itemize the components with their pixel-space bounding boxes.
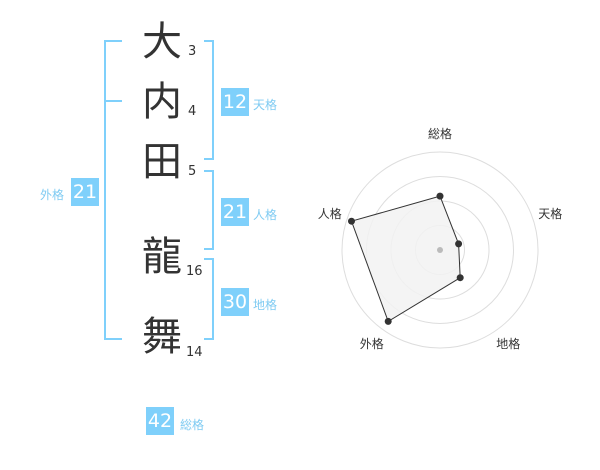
name-char-3: 田 [142,139,182,185]
chikaku-label: 地格 [253,298,278,312]
radar-axis-label-2: 天格 [538,206,562,221]
name-char-2: 内 [142,79,182,125]
soukaku-label: 総格 [180,418,205,432]
stroke-count-1: 3 [188,44,197,59]
radar-axis-label-3: 地格 [496,336,520,351]
gaikaku-value: 21 [71,178,99,206]
radar-point-4 [384,317,392,325]
stroke-count-5: 14 [186,345,203,360]
name-char-5: 舞 [142,314,182,360]
radar-axis-label-4: 外格 [360,336,384,351]
name-char-4: 龍 [142,234,182,280]
tenkaku-value: 12 [221,88,249,116]
radar-ring-4 [341,151,539,349]
gaikaku-label: 外格 [40,188,65,202]
chikaku-value: 30 [221,288,249,316]
radar-center [437,247,443,253]
radar-axis-label-5: 人格 [318,206,342,221]
stroke-count-3: 5 [188,164,197,179]
radar-point-2 [455,240,463,248]
radar-point-1 [436,192,444,200]
radar-axis-label-1: 総格 [428,126,452,141]
jinkaku-value: 21 [221,198,249,226]
stroke-count-4: 16 [186,264,203,279]
radar-point-5 [348,217,355,225]
stroke-count-2: 4 [188,104,197,119]
radar-point-3 [456,274,464,282]
soukaku-value: 42 [146,407,174,435]
jinkaku-label: 人格 [253,208,278,222]
radar-series-area [350,195,461,323]
tenkaku-label: 天格 [253,98,278,112]
name-char-1: 大 [142,19,182,65]
